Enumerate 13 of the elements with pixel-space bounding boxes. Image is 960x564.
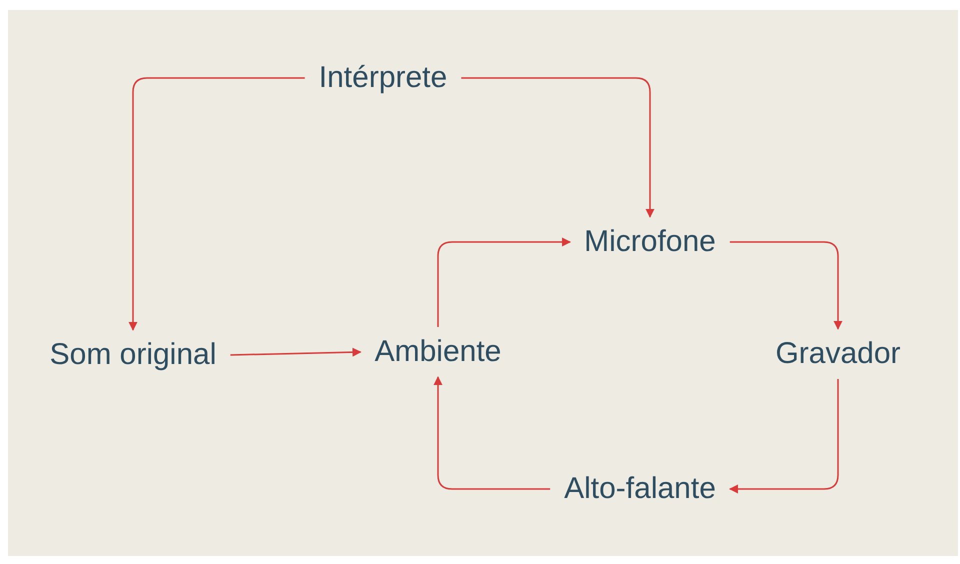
node-label: Ambiente xyxy=(374,335,502,369)
node-label: Alto-falante xyxy=(564,472,716,506)
node-label: Som original xyxy=(50,338,216,372)
node-label: Intérprete xyxy=(318,61,448,95)
arrow xyxy=(128,77,305,331)
arrow xyxy=(728,379,839,494)
arrow xyxy=(437,238,572,327)
node-label: Microfone xyxy=(584,225,716,259)
arrow xyxy=(434,376,550,490)
node-label: Gravador xyxy=(775,337,901,371)
arrow xyxy=(461,77,654,218)
arrow xyxy=(230,348,362,357)
arrow xyxy=(730,241,842,330)
